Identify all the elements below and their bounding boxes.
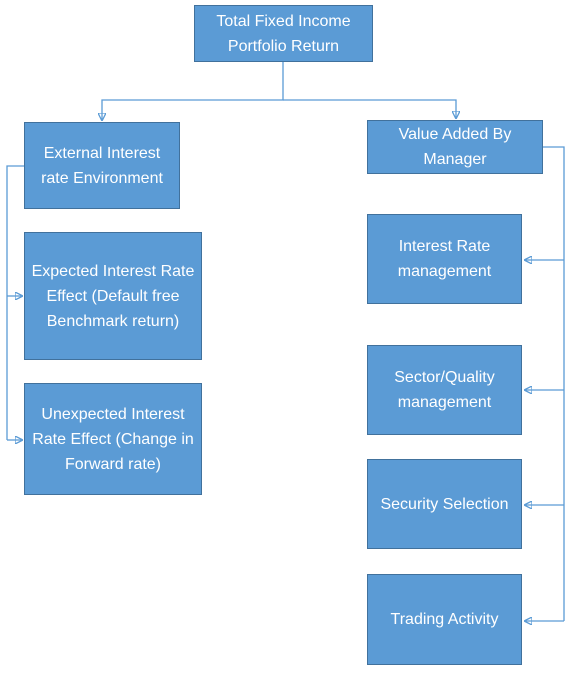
right-header-node: Value Added By Manager (367, 120, 543, 174)
left-child-node: Unexpected Interest Rate Effect (Change … (24, 383, 202, 495)
root-node-label: Total Fixed Income Portfolio Return (216, 12, 351, 55)
right-child-node: Trading Activity (367, 574, 522, 665)
left-child-node: Expected Interest Rate Effect (Default f… (24, 232, 202, 360)
right-child-node-label: Sector/Quality management (394, 369, 495, 411)
right-child-node-label: Security Selection (380, 495, 509, 513)
right-child-node: Security Selection (367, 459, 522, 549)
connector-root-to-right (283, 99, 456, 118)
right-child-node-label: Trading Activity (390, 611, 499, 628)
right-child-node: Sector/Quality management (367, 345, 522, 435)
root-node: Total Fixed Income Portfolio Return (194, 5, 373, 62)
left-header-node-label: External Interest rate Environment (41, 144, 163, 187)
right-child-node: Interest Rate management (367, 214, 522, 304)
connector-root-to-left (102, 62, 284, 120)
left-header-node: External Interest rate Environment (24, 122, 180, 209)
connector-left-bracket (6, 165, 24, 440)
left-child-node-label: Expected Interest Rate Effect (Default f… (31, 262, 195, 330)
left-child-node-label: Unexpected Interest Rate Effect (Change … (32, 405, 194, 473)
right-header-node-label: Value Added By Manager (398, 126, 512, 168)
right-child-node-label: Interest Rate management (397, 238, 492, 280)
connector-right-bracket (543, 146, 565, 621)
